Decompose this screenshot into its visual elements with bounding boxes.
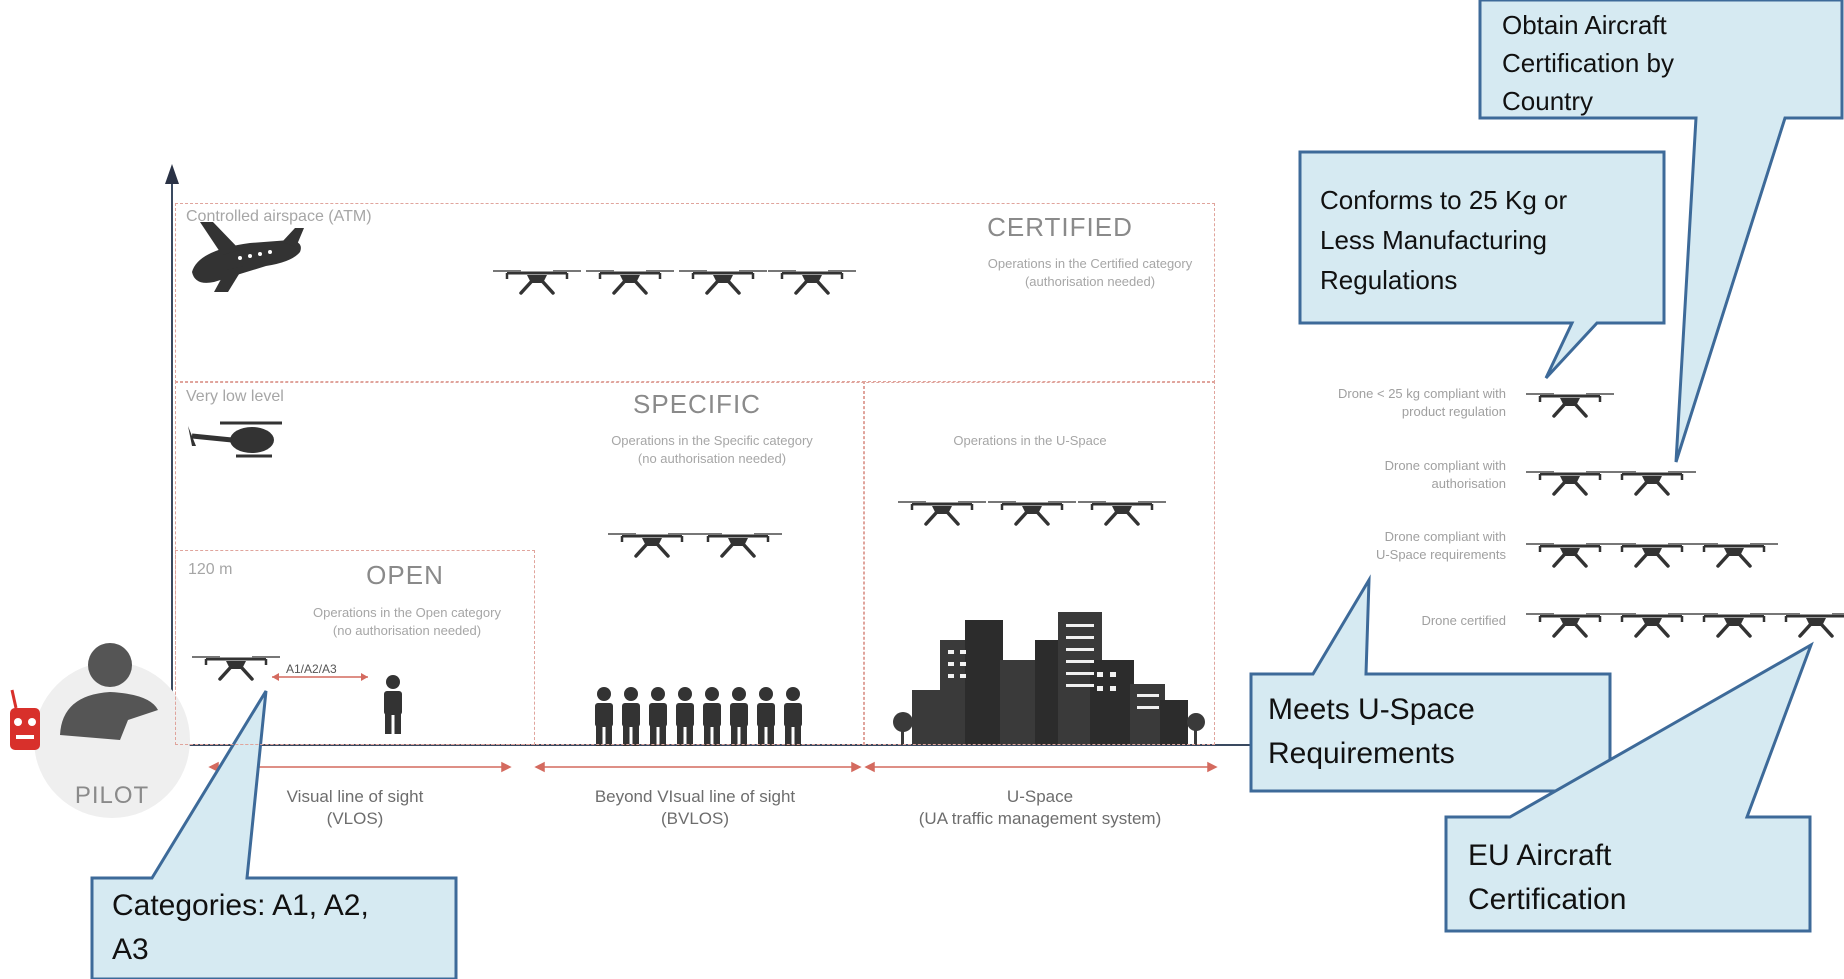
callout-conforms-shape — [1298, 150, 1666, 380]
certified-zone — [175, 203, 1215, 383]
pilot-body-icon — [60, 692, 158, 740]
pilot-label: PILOT — [74, 782, 150, 809]
bvlos-range-arrow — [534, 761, 862, 773]
helicopter-icon — [188, 421, 282, 458]
specific-sub1: Operations in the Specific category — [611, 433, 813, 448]
callout-conforms-line1: Conforms to 25 Kg or — [1320, 185, 1568, 215]
drone-icon — [1688, 612, 1780, 638]
callout-conforms-line2: Less Manufacturing — [1320, 225, 1547, 255]
callout-categories-line2: A3 — [112, 933, 149, 966]
airplane-icon — [192, 222, 304, 292]
uspace-zone — [863, 381, 1215, 745]
open-sub2: (no authorisation needed) — [332, 623, 482, 638]
callout-meets-shape — [1249, 574, 1612, 793]
altitude-axis-arrow — [165, 164, 179, 184]
legend-row1-line1: Drone < 25 kg compliant with — [1337, 386, 1506, 401]
vlos-label-2: (VLOS) — [326, 809, 384, 828]
open-zone — [175, 550, 535, 745]
drone-icon — [1688, 542, 1780, 568]
drone-icon — [1606, 470, 1698, 496]
uspace-label-1: U-Space — [1006, 787, 1074, 806]
certified-sub2: (authorisation needed) — [1024, 274, 1156, 289]
callout-obtain-line2: Certification by — [1502, 48, 1674, 78]
certified-sub1: Operations in the Certified category — [987, 256, 1193, 271]
uspace-label-2: (UA traffic management system) — [918, 809, 1162, 828]
callout-obtain-line3: Country — [1502, 86, 1594, 116]
legend-row3-line2: U-Space requirements — [1375, 547, 1506, 562]
callout-obtain-line1: Obtain Aircraft — [1502, 10, 1667, 40]
callout-categories-shape — [90, 690, 458, 979]
drone-icon — [1606, 612, 1698, 638]
callout-obtain-shape — [1478, 0, 1844, 463]
legend-row2-line1: Drone compliant with — [1384, 458, 1506, 473]
drone-icon — [1524, 392, 1616, 418]
specific-sub2: (no authorisation needed) — [637, 451, 787, 466]
callout-meets-line1: Meets U-Space — [1268, 693, 1475, 726]
remote-control-icon — [10, 708, 40, 750]
pilot-head-icon — [88, 643, 132, 687]
callout-eu-shape — [1444, 641, 1814, 933]
open-sub1: Operations in the Open category — [313, 605, 501, 620]
callout-conforms: Conforms to 25 Kg or Less Manufacturing … — [1320, 180, 1567, 300]
bvlos-label-1: Beyond VIsual line of sight — [594, 787, 796, 806]
open-zone-tag: 120 m — [188, 561, 233, 578]
uspace-range-arrow — [864, 761, 1218, 773]
callout-eu-line2: Certification — [1468, 883, 1627, 916]
vlos-label-1: Visual line of sight — [286, 787, 424, 806]
specific-zone-tag: Very low level — [186, 388, 284, 405]
drone-icon — [1770, 612, 1844, 638]
legend-row3-line1: Drone compliant with — [1384, 529, 1506, 544]
drone-icon — [1606, 542, 1698, 568]
callout-meets: Meets U-Space Requirements — [1268, 688, 1475, 776]
city-icon — [893, 612, 1205, 745]
callout-categories-line1: Categories: A1, A2, — [112, 889, 369, 922]
drone-icon — [1524, 470, 1616, 496]
certified-title: CERTIFIED — [987, 212, 1133, 242]
drone-icon — [1524, 542, 1616, 568]
callout-conforms-line3: Regulations — [1320, 265, 1458, 295]
link-label: A1/A2/A3 — [286, 662, 337, 676]
callout-obtain: Obtain Aircraft Certification by Country — [1502, 6, 1674, 120]
uspace-sub1: Operations in the U-Space — [953, 433, 1107, 448]
legend-row2-line2: authorisation — [1431, 476, 1506, 491]
callout-eu: EU Aircraft Certification — [1468, 834, 1626, 922]
callout-meets-line2: Requirements — [1268, 737, 1455, 770]
drone-icon — [1524, 612, 1616, 638]
callout-categories: Categories: A1, A2, A3 — [112, 884, 369, 972]
certified-zone-tag: Controlled airspace (ATM) — [186, 208, 372, 225]
pilot-circle — [34, 662, 190, 818]
legend-row4: Drone certified — [1421, 613, 1506, 628]
open-title: OPEN — [366, 560, 444, 590]
specific-title: SPECIFIC — [633, 389, 761, 419]
callout-eu-line1: EU Aircraft — [1468, 839, 1612, 872]
legend-row1-line2: product regulation — [1401, 404, 1506, 419]
bvlos-label-2: (BVLOS) — [660, 809, 730, 828]
